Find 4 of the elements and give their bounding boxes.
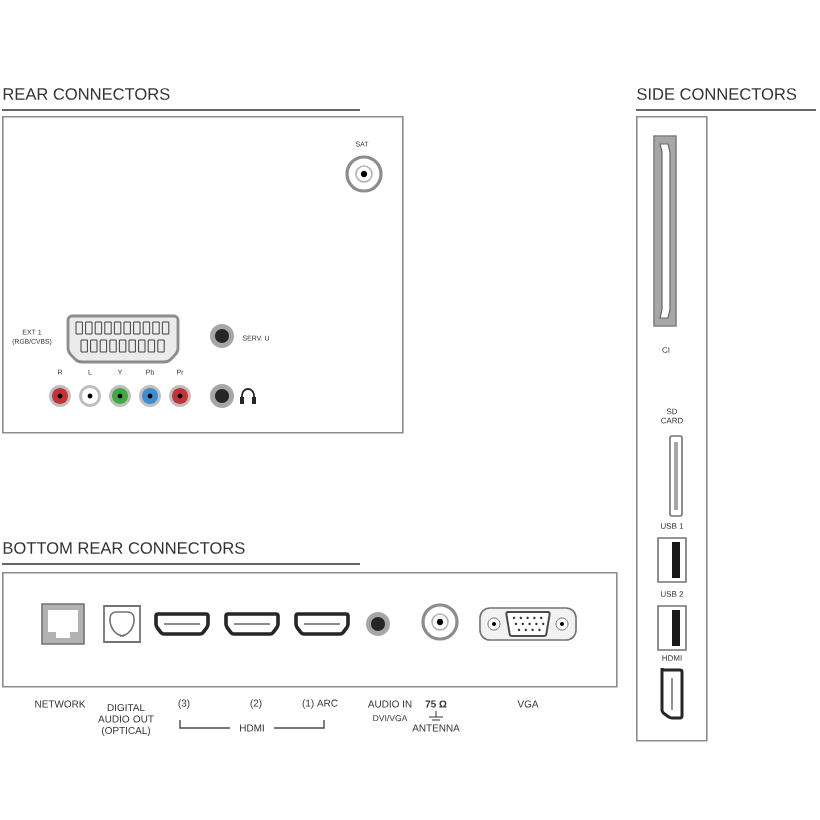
node-label: SIDE CONNECTORS	[637, 88, 797, 100]
node-label: REAR CONNECTORS	[3, 88, 170, 100]
connector-panel: BOTTOM REAR CONNECTORS	[1, 542, 618, 688]
node-label: BOTTOM REAR CONNECTORS	[3, 542, 245, 554]
